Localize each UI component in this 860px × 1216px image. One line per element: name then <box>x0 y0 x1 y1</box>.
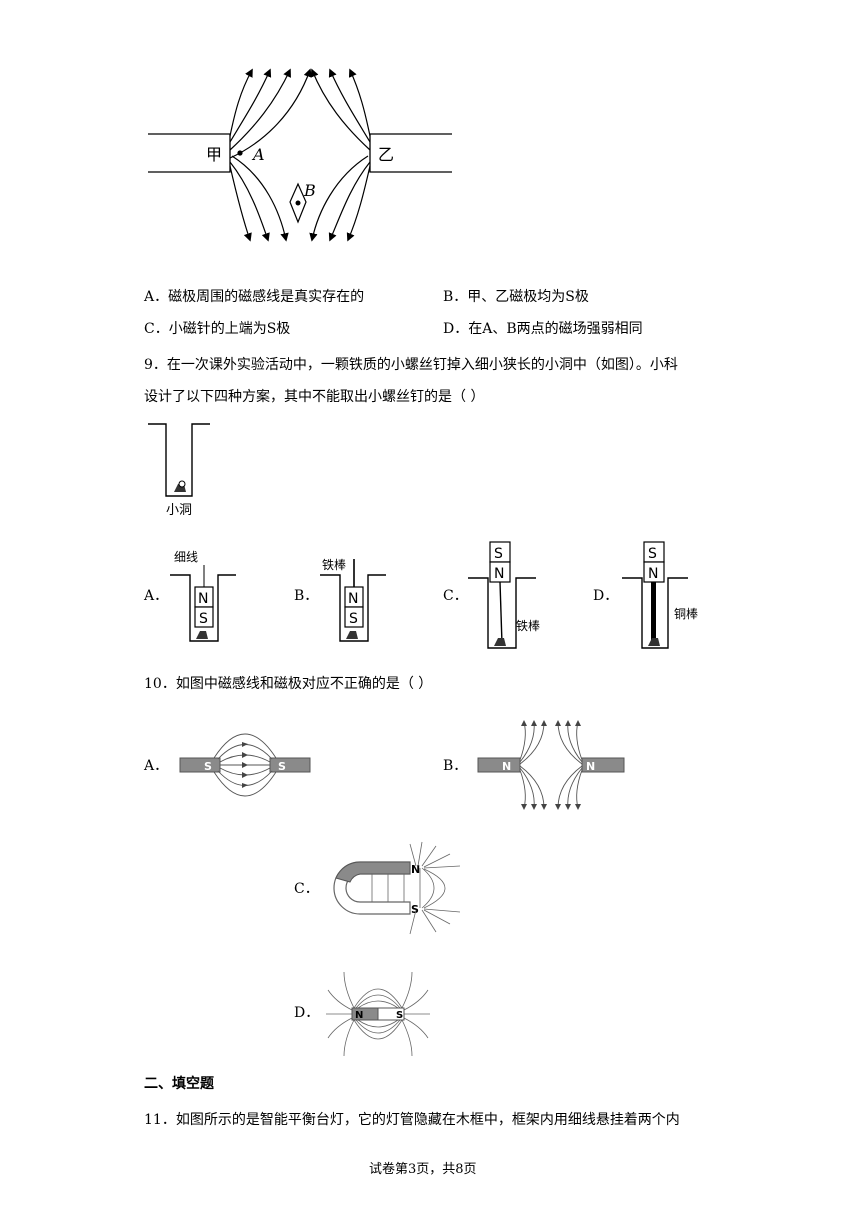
q9-option-b-letter: B． <box>294 588 319 604</box>
q9-option-a-letter: A． <box>144 588 169 604</box>
q10-option-a-figure: S S <box>179 733 311 797</box>
q10-option-d-left: N <box>355 1010 363 1021</box>
q10-option-c-bottom: S <box>411 903 419 916</box>
q8-label-yi: 乙 <box>378 145 394 164</box>
q9-option-c-bottom: N <box>494 566 504 582</box>
q8-option-b: B．甲、乙磁极均为S极 <box>443 287 589 307</box>
q9-option-d-bottom: N <box>648 566 658 582</box>
q10-option-d-figure: N S <box>326 971 430 1057</box>
q10-stem: 10．如图中磁感线和磁极对应不正确的是（ ） <box>144 676 433 692</box>
q8-label-a: A <box>251 145 265 164</box>
q9-stem-line2: 设计了以下四种方案，其中不能取出小螺丝钉的是（ ） <box>144 389 485 405</box>
q8-option-c: C．小磁针的上端为S极 <box>144 319 290 339</box>
q9-option-a-figure: 细线 N S <box>170 550 236 642</box>
q8-magnetic-field-figure: 甲 乙 A B <box>148 68 452 242</box>
section-heading: 二、填空题 <box>144 1076 214 1092</box>
q8-option-a-letter: A． <box>144 289 169 305</box>
q8-option-d-text: 在A、B两点的磁场强弱相同 <box>468 321 643 337</box>
q8-option-a-text: 磁极周围的磁感线是真实存在的 <box>168 289 365 305</box>
q10-option-c-figure: N S <box>333 841 461 935</box>
q9-option-c-letter: C． <box>443 588 468 604</box>
q9-option-a-bottom: S <box>199 611 208 627</box>
q8-option-a: A．磁极周围的磁感线是真实存在的 <box>144 287 364 307</box>
q9-option-b-label: 铁棒 <box>322 558 346 572</box>
q10-option-d-right: S <box>396 1010 403 1021</box>
q10-option-b-right: N <box>586 760 595 773</box>
q8-option-b-letter: B． <box>443 289 468 305</box>
q10-option-b-left: N <box>502 760 511 773</box>
q9-option-d-label: 铜棒 <box>674 606 698 621</box>
q9-hole-figure: 小洞 <box>148 423 210 518</box>
q9-option-b-bottom: S <box>349 611 358 627</box>
q9-option-d-figure: S N 铜棒 <box>622 541 698 649</box>
q9-stem-line1: 9．在一次课外实验活动中，一颗铁质的小螺丝钉掉入细小狭长的小洞中（如图）。小科 <box>144 357 678 373</box>
q10-option-c-letter: C． <box>294 881 319 897</box>
q10-option-a-letter: A． <box>144 758 169 774</box>
page-footer: 试卷第3页，共8页 <box>369 1162 477 1177</box>
q9-option-b-figure: 铁棒 N S <box>320 558 386 642</box>
q9-option-c-top: S <box>494 546 503 562</box>
q8-label-jia: 甲 <box>206 145 222 164</box>
q9-option-c-label: 铁棒 <box>516 619 540 633</box>
q8-option-c-letter: C． <box>144 321 169 337</box>
q9-option-b-top: N <box>348 591 358 607</box>
q8-option-c-text: 小磁针的上端为S极 <box>168 321 291 337</box>
q9-option-c-figure: S N 铁棒 <box>468 541 540 649</box>
q10-option-b-letter: B． <box>443 758 468 774</box>
q8-label-b: B <box>303 181 316 200</box>
q10-option-c-top: N <box>411 863 420 876</box>
q10-option-d-letter: D． <box>294 1005 320 1021</box>
q8-option-b-text: 甲、乙磁极均为S极 <box>467 289 589 305</box>
q10-option-b-figure: N N <box>477 720 625 810</box>
q9-option-d-top: S <box>648 546 657 562</box>
q9-option-d-letter: D． <box>593 588 619 604</box>
q9-option-a-label: 细线 <box>174 550 198 564</box>
q9-option-a-top: N <box>198 591 208 607</box>
q10-option-a-left: S <box>204 760 212 773</box>
q9-hole-caption: 小洞 <box>166 503 192 518</box>
q11-stem: 11．如图所示的是智能平衡台灯，它的灯管隐藏在木框中，框架内用细线悬挂着两个内 <box>144 1112 680 1128</box>
q8-option-d-letter: D． <box>443 321 469 337</box>
q10-option-a-right: S <box>278 760 286 773</box>
q8-option-d: D．在A、B两点的磁场强弱相同 <box>443 319 643 339</box>
